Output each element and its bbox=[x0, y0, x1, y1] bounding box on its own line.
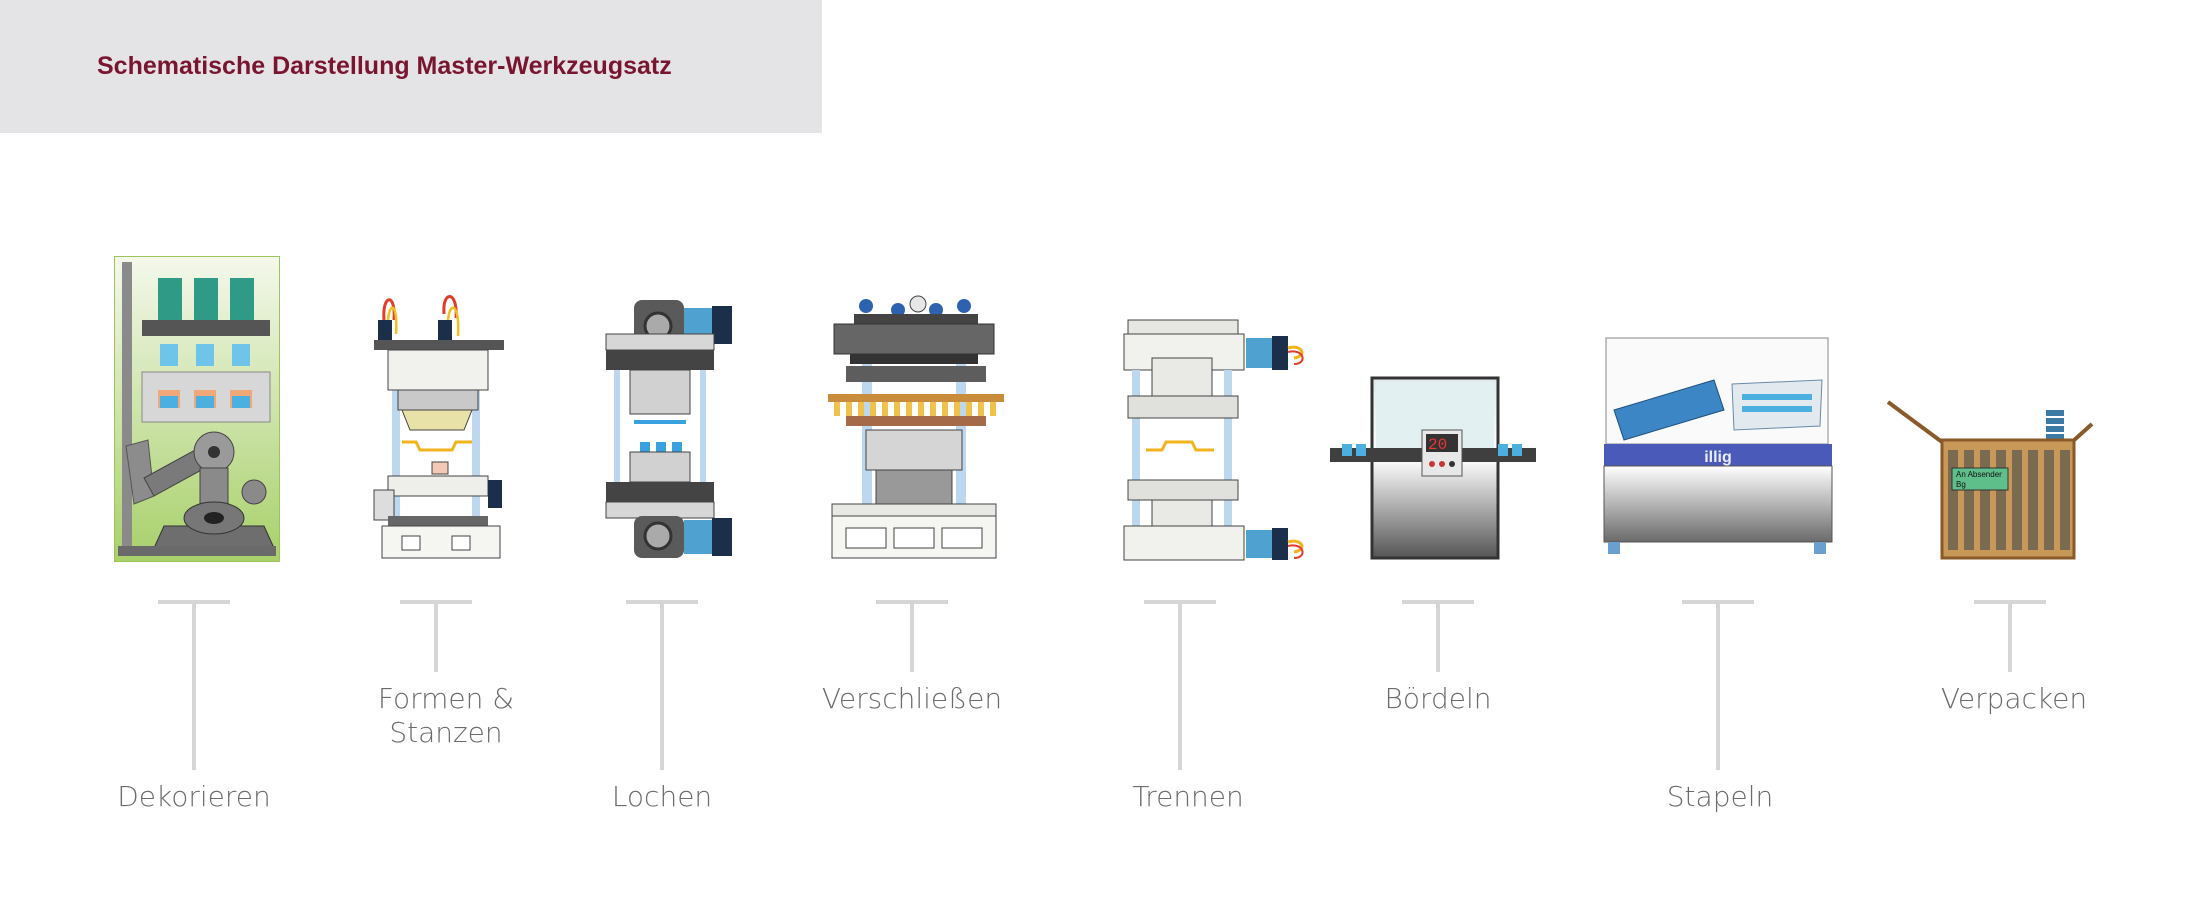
step-label-lochen: Lochen bbox=[611, 780, 713, 813]
step-label-verpacken: Verpacken bbox=[1940, 682, 2088, 715]
box-label-text: An Absender bbox=[1956, 470, 2002, 479]
stapeln-machine-illustration: illig bbox=[1603, 337, 1833, 554]
trennen-machine-illustration bbox=[1123, 319, 1304, 561]
connector-stem-formen bbox=[434, 600, 438, 672]
step-label-dekorieren: Dekorieren bbox=[117, 780, 271, 813]
step-label-verschliessen: Verschließen bbox=[821, 682, 1003, 715]
verschliessen-machine-illustration bbox=[828, 295, 1004, 559]
connector-stem-lochen bbox=[660, 600, 664, 770]
page-title: Schematische Darstellung Master-Werkzeug… bbox=[97, 52, 672, 80]
illig-brand-logo: illig bbox=[1704, 449, 1732, 466]
connector-stem-verschliessen bbox=[910, 600, 914, 672]
connector-stem-dekorieren bbox=[192, 600, 196, 770]
boerdeln-machine-illustration: 20 bbox=[1330, 376, 1536, 560]
verpacken-machine-illustration: An Absender Bg bbox=[1886, 400, 2094, 560]
step-label-boerdeln: Bördeln bbox=[1384, 682, 1492, 715]
counter-display-text: 20 bbox=[1428, 436, 1447, 454]
lochen-machine-illustration bbox=[605, 300, 732, 558]
connector-stem-stapeln bbox=[1716, 600, 1720, 770]
connector-stem-trennen bbox=[1178, 600, 1182, 770]
step-label-trennen: Trennen bbox=[1132, 780, 1244, 813]
header-panel: Schematische Darstellung Master-Werkzeug… bbox=[0, 0, 822, 133]
formen-stanzen-machine-illustration bbox=[373, 295, 504, 559]
box-label-text-2: Bg bbox=[1956, 480, 1966, 489]
connector-stem-verpacken bbox=[2008, 600, 2012, 672]
connector-stem-boerdeln bbox=[1436, 600, 1440, 672]
step-label-formen-stanzen: Formen & Stanzen bbox=[377, 682, 515, 749]
dekorieren-machine-illustration bbox=[114, 256, 280, 562]
step-label-stapeln: Stapeln bbox=[1666, 780, 1774, 813]
